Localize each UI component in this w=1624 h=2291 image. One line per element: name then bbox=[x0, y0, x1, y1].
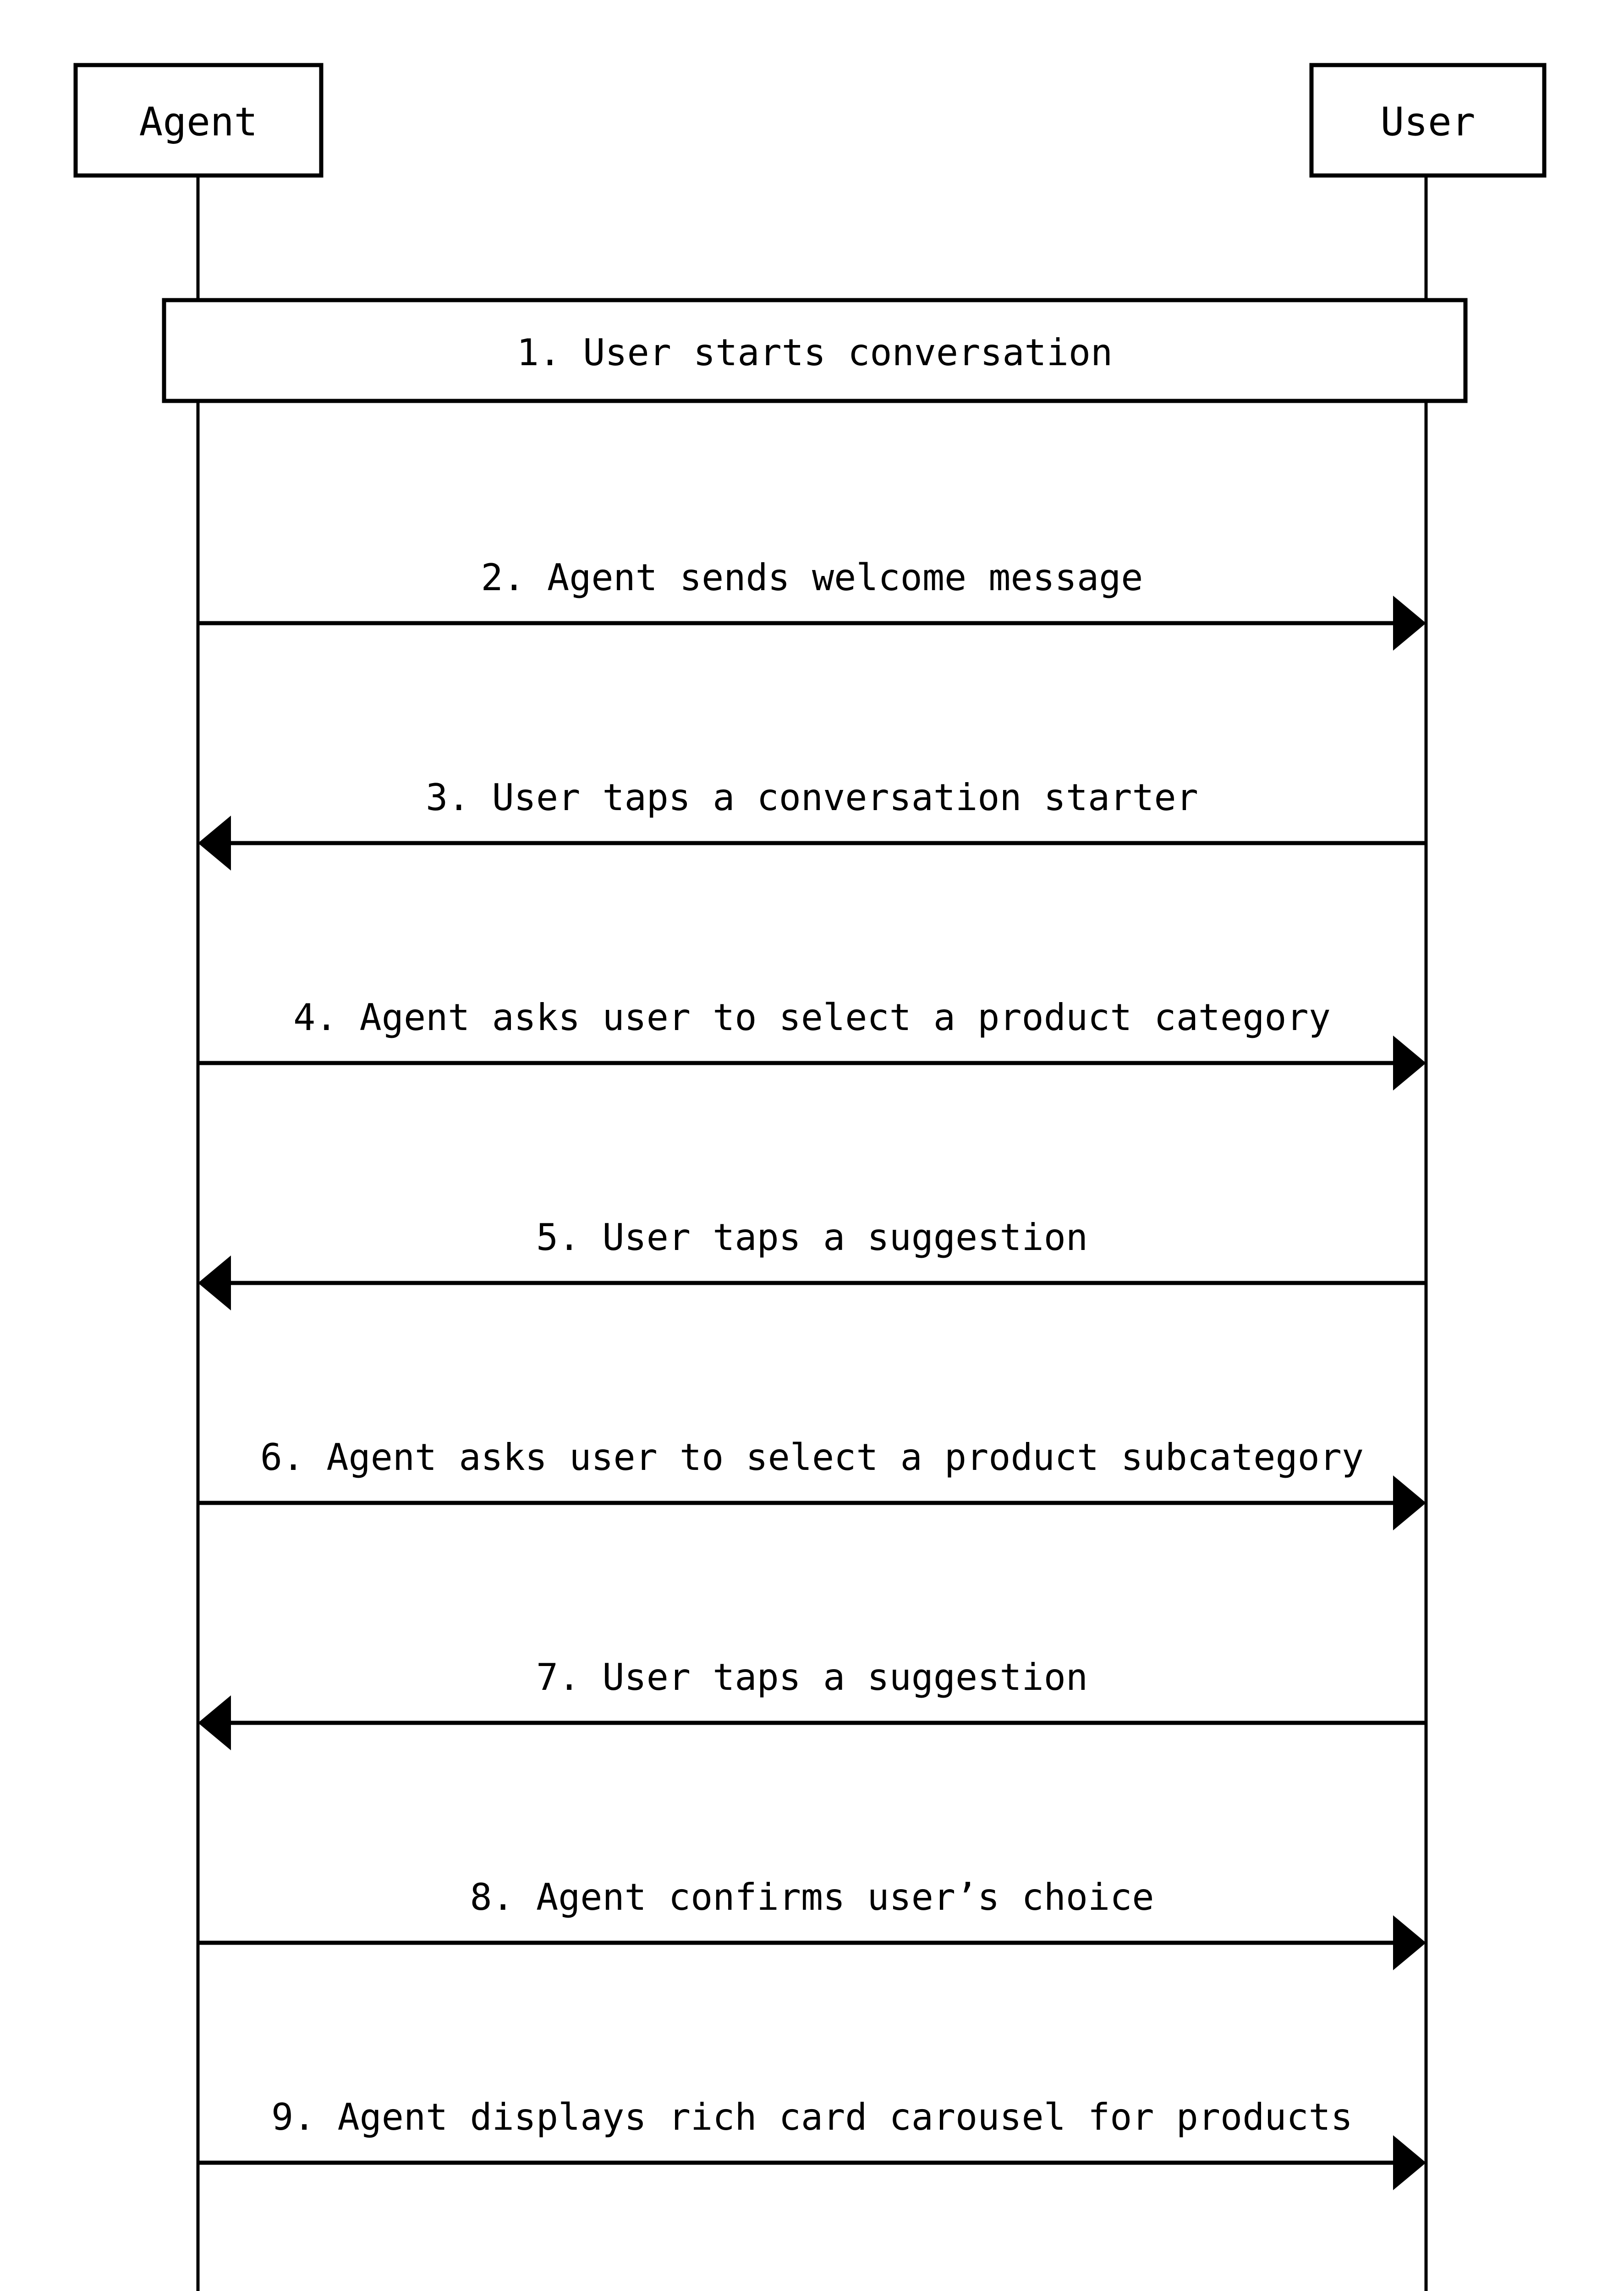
message-label-5: 5. User taps a suggestion bbox=[536, 1216, 1088, 1259]
arrowhead-right-icon-2 bbox=[1393, 596, 1426, 651]
arrowhead-right-icon-9 bbox=[1393, 2135, 1426, 2190]
participant-user-top[interactable]: User bbox=[1309, 63, 1547, 178]
message-8[interactable]: 8. Agent confirms user’s choice bbox=[198, 1876, 1426, 1970]
message-label-3: 3. User taps a conversation starter bbox=[426, 776, 1198, 819]
message-7[interactable]: 7. User taps a suggestion bbox=[198, 1656, 1426, 1750]
message-label-7: 7. User taps a suggestion bbox=[536, 1656, 1088, 1699]
arrowhead-right-icon-4 bbox=[1393, 1036, 1426, 1091]
message-label-8: 8. Agent confirms user’s choice bbox=[470, 1876, 1154, 1918]
participant-agent-top[interactable]: Agent bbox=[73, 63, 324, 178]
participant-label-user-top: User bbox=[1380, 99, 1475, 145]
message-label-9: 9. Agent displays rich card carousel for… bbox=[271, 2096, 1353, 2138]
message-label-4: 4. Agent asks user to select a product c… bbox=[293, 996, 1331, 1039]
arrowhead-left-icon-7 bbox=[198, 1695, 231, 1750]
message-3[interactable]: 3. User taps a conversation starter bbox=[198, 776, 1426, 871]
arrowhead-right-icon-8 bbox=[1393, 1915, 1426, 1970]
lifelines bbox=[196, 175, 1428, 2291]
message-5[interactable]: 5. User taps a suggestion bbox=[198, 1216, 1426, 1310]
message-4[interactable]: 4. Agent asks user to select a product c… bbox=[198, 996, 1426, 1091]
message-2[interactable]: 2. Agent sends welcome message bbox=[198, 556, 1426, 651]
participant-label-agent-top: Agent bbox=[139, 99, 258, 145]
arrowhead-left-icon-3 bbox=[198, 816, 231, 871]
message-label-2: 2. Agent sends welcome message bbox=[481, 556, 1143, 599]
participant-box-user-top[interactable] bbox=[1309, 63, 1547, 178]
note-box-user-starts-conversation[interactable] bbox=[162, 298, 1468, 403]
arrowhead-right-icon-6 bbox=[1393, 1475, 1426, 1530]
note-1[interactable]: 1. User starts conversation bbox=[162, 298, 1468, 403]
participant-box-agent-top[interactable] bbox=[73, 63, 324, 178]
message-9[interactable]: 9. Agent displays rich card carousel for… bbox=[198, 2096, 1426, 2190]
arrowhead-left-icon-5 bbox=[198, 1255, 231, 1310]
message-6[interactable]: 6. Agent asks user to select a product s… bbox=[198, 1436, 1426, 1530]
note-label-1: 1. User starts conversation bbox=[517, 331, 1113, 374]
message-label-6: 6. Agent asks user to select a product s… bbox=[260, 1436, 1364, 1479]
